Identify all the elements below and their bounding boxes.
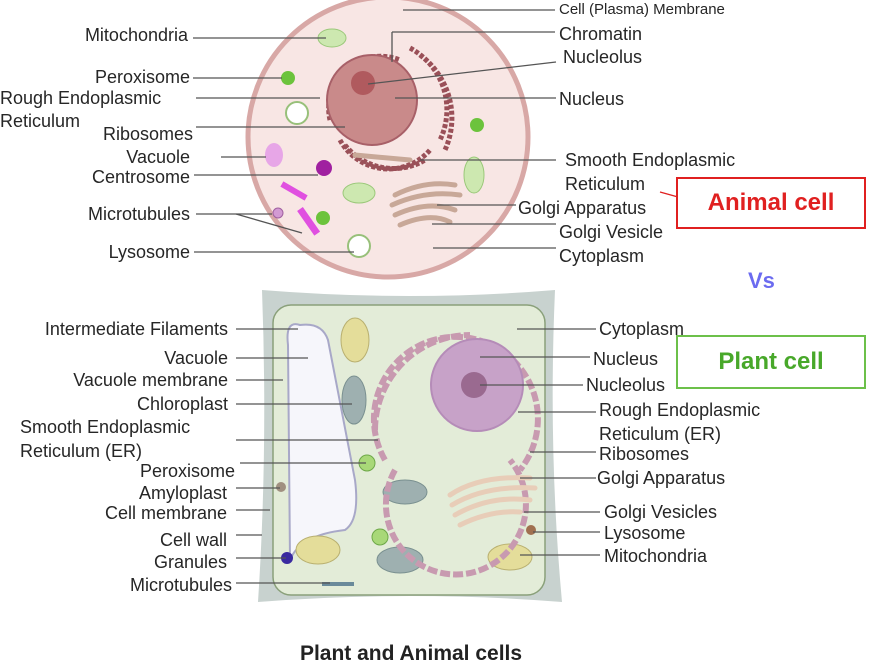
label-golgi-apparatus: Golgi Apparatus [597,468,726,488]
diagram-title: Plant and Animal cells [299,642,523,664]
label-cell-membrane: Cell membrane [104,503,227,523]
label-smooth-er-2: Reticulum (ER) [20,441,143,461]
label-cytoplasm: Cytoplasm [599,319,685,339]
label-mitochondria: Mitochondria [604,546,708,566]
label-vacuole-membrane: Vacuole membrane [73,370,228,390]
label-vacuole: Vacuole [126,147,190,167]
animal-cell-drawing [245,0,531,280]
label-cell-wall: Cell wall [159,530,227,550]
label-smooth-er: Smooth Endoplasmic [20,417,191,437]
leader-lines [193,9,679,584]
animal-cell-badge: Animal cell [676,177,866,229]
label-golgi-vesicles: Golgi Vesicles [604,502,718,522]
label-nucleus: Nucleus [559,89,625,109]
label-rough-er-2: Reticulum (ER) [599,424,722,444]
label-mitochondria: Mitochondria [84,25,188,45]
label-amyloplast: Amyloplast [138,483,227,503]
label-chromatin: Chromatin [559,24,643,44]
label-nucleus: Nucleus [593,349,659,369]
label-rough-er: Rough Endoplasmic [599,400,761,420]
label-smooth-er-2: Reticulum [565,174,646,194]
label-granules: Granules [153,552,227,572]
label-golgi-vesicle: Golgi Vesicle [559,222,664,242]
label-ribosomes: Ribosomes [102,124,193,144]
label-cell-membrane: Cell (Plasma) Membrane [559,1,725,18]
label-cytoplasm: Cytoplasm [559,246,645,266]
vs-label: Vs [748,268,775,293]
label-nucleolus: Nucleolus [586,375,666,395]
label-intermediate-filaments: Intermediate Filaments [44,319,228,339]
label-ribosomes: Ribosomes [599,444,690,464]
label-chloroplast: Chloroplast [136,394,228,414]
label-golgi-apparatus: Golgi Apparatus [518,198,647,218]
label-vacuole: Vacuole [164,348,228,368]
plant-cell-badge: Plant cell [676,335,866,389]
label-rough-er-2: Reticulum [0,111,81,131]
label-microtubules: Microtubules [87,204,190,224]
plant-cell-drawing [258,290,562,602]
label-microtubules: Microtubules [129,575,232,595]
label-centrosome: Centrosome [91,167,190,187]
label-peroxisome: Peroxisome [139,461,235,481]
label-lysosome: Lysosome [108,242,190,262]
label-peroxisome: Peroxisome [94,67,190,87]
label-lysosome: Lysosome [604,523,686,543]
label-nucleolus: Nucleolus [563,47,643,67]
label-smooth-er: Smooth Endoplasmic [565,150,736,170]
label-rough-er: Rough Endoplasmic [0,88,162,108]
